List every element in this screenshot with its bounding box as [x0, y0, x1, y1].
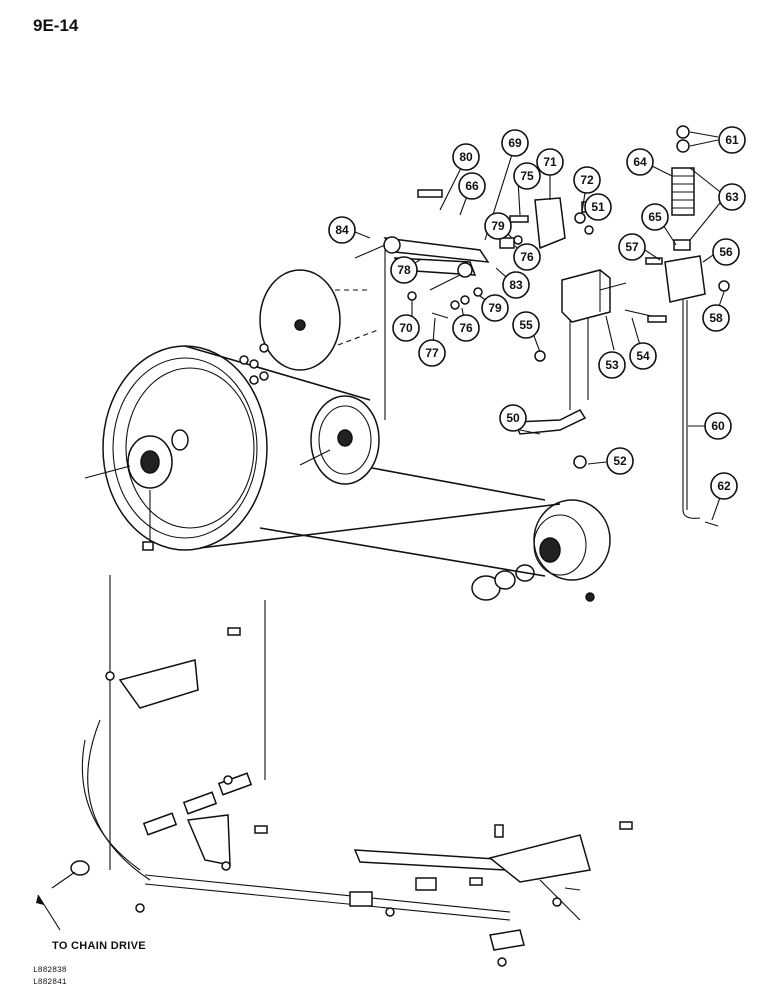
large-pulley — [84, 345, 268, 551]
callout-76-lower: 76 — [452, 314, 480, 342]
svg-text:79: 79 — [491, 219, 505, 233]
svg-text:60: 60 — [711, 419, 725, 433]
svg-text:62: 62 — [717, 479, 731, 493]
callout-79-upper: 79 — [484, 212, 512, 240]
svg-text:79: 79 — [488, 301, 502, 315]
svg-text:65: 65 — [648, 210, 662, 224]
svg-text:57: 57 — [625, 240, 639, 254]
svg-text:72: 72 — [580, 173, 594, 187]
svg-text:80: 80 — [459, 150, 473, 164]
callout-56: 56 — [712, 238, 740, 266]
callout-52: 52 — [606, 447, 634, 475]
reference-code: L882838 — [33, 966, 67, 975]
callout-80: 80 — [452, 143, 480, 171]
idler-pulley — [299, 395, 380, 485]
callout-72: 72 — [573, 166, 601, 194]
callout-77: 77 — [418, 339, 446, 367]
callout-50: 50 — [499, 404, 527, 432]
svg-text:76: 76 — [520, 250, 534, 264]
callout-64: 64 — [626, 148, 654, 176]
svg-text:70: 70 — [399, 321, 413, 335]
callout-76-upper: 76 — [513, 243, 541, 271]
svg-text:55: 55 — [519, 318, 533, 332]
callout-71: 71 — [536, 148, 564, 176]
svg-text:71: 71 — [543, 155, 557, 169]
callout-69: 69 — [501, 129, 529, 157]
belt-idler — [371, 467, 546, 501]
page-number: 9E-14 — [33, 16, 79, 35]
callout-83: 83 — [502, 271, 530, 299]
svg-text:51: 51 — [591, 200, 605, 214]
callout-70: 70 — [392, 314, 420, 342]
svg-text:50: 50 — [506, 411, 520, 425]
svg-text:64: 64 — [633, 155, 647, 169]
reference-code: L882841 — [33, 978, 67, 987]
bracket — [513, 269, 661, 469]
svg-text:56: 56 — [719, 245, 733, 259]
svg-text:63: 63 — [725, 190, 739, 204]
clutch-pulley — [471, 499, 611, 602]
svg-text:77: 77 — [425, 346, 439, 360]
callout-58: 58 — [702, 304, 730, 332]
callout-55: 55 — [512, 311, 540, 339]
callout-65: 65 — [641, 203, 669, 231]
callout-61: 61 — [718, 126, 746, 154]
svg-text:52: 52 — [613, 454, 627, 468]
chain-drive-arrow — [36, 894, 61, 931]
svg-text:69: 69 — [508, 136, 522, 150]
callout-75: 75 — [513, 162, 541, 190]
svg-text:75: 75 — [520, 169, 534, 183]
svg-text:66: 66 — [465, 179, 479, 193]
svg-text:54: 54 — [636, 349, 650, 363]
svg-text:53: 53 — [605, 358, 619, 372]
callout-63: 63 — [718, 183, 746, 211]
svg-text:84: 84 — [335, 223, 349, 237]
lower-frame — [51, 575, 591, 951]
callout-60: 60 — [704, 412, 732, 440]
callout-84: 84 — [328, 216, 356, 244]
svg-text:78: 78 — [397, 263, 411, 277]
belt-upper — [184, 345, 371, 401]
svg-text:76: 76 — [459, 321, 473, 335]
callout-54: 54 — [629, 342, 657, 370]
fan-disc — [259, 269, 379, 371]
svg-text:61: 61 — [725, 133, 739, 147]
svg-text:58: 58 — [709, 311, 723, 325]
spring-rod-assembly — [664, 125, 706, 519]
to-chain-drive-label: TO CHAIN DRIVE — [52, 940, 146, 952]
callout-79-lower: 79 — [481, 294, 509, 322]
callout-78: 78 — [390, 256, 418, 284]
callout-53: 53 — [598, 351, 626, 379]
belt-bottom — [259, 527, 546, 577]
callout-57: 57 — [618, 233, 646, 261]
belt-lower — [199, 503, 561, 549]
callout-66: 66 — [458, 172, 486, 200]
callout-62: 62 — [710, 472, 738, 500]
fasteners — [105, 189, 730, 967]
svg-text:83: 83 — [509, 278, 523, 292]
callout-51: 51 — [584, 193, 612, 221]
